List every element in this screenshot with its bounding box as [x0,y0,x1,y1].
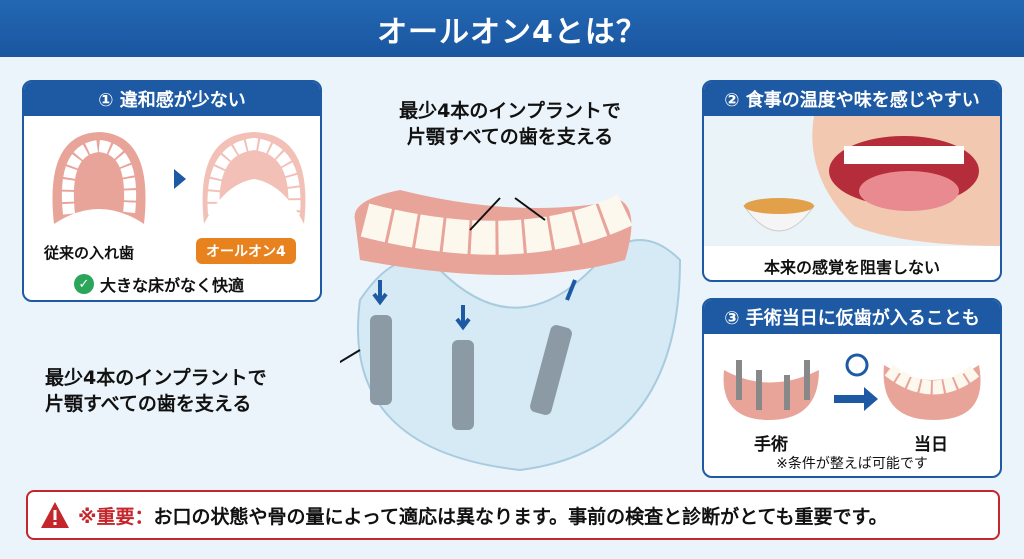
denture-illustrations [52,132,306,224]
same-day-illustration [723,353,981,420]
warning-label: ※重要： [78,505,154,528]
benefit-text: 大きな床がなく快適 [100,276,245,295]
page-title: オールオン4とは？ [377,14,647,50]
callout-top: 最少4本のインプラントで片顎すべての歯を支える [370,98,650,150]
all-on-4-jaw-illustration [340,190,682,472]
check-icon: ✓ [74,274,94,294]
conventional-denture-label: 従来の入れ歯 [44,244,135,262]
benefit-row: ✓ 大きな床がなく快適 [74,272,244,296]
warning-icon [41,502,69,528]
panel-same-day-teeth: ③ 手術当日に仮歯が入ることも 手術 当日 ※条件が整えば可能です [702,298,1002,478]
panel-title: ① 違和感が少ない [24,82,320,116]
panel-taste-temperature: ② 食事の温度や味を感じやすい 本来の感覚を阻害しない [702,80,1002,282]
panel-title: ② 食事の温度や味を感じやすい [704,82,1000,116]
all-on-4-badge: オールオン4 [196,238,296,264]
callout-line: 最少4本のインプラントで [399,100,621,122]
panel-caption: 本来の感覚を阻害しない [763,258,940,277]
clock-icon [845,353,869,377]
callout-left: 最少4本のインプラントで片顎すべての歯を支える [45,365,315,417]
callout-line: 片顎すべての歯を支える [45,393,252,415]
mouth-soup-illustration [704,116,1000,246]
callout-line: 片顎すべての歯を支える [406,126,614,148]
warning-text: お口の状態や骨の量によって適応は異なります。事前の検査と診断がとても重要です。 [153,505,888,528]
surgery-label: 手術 [754,435,788,455]
callout-line: 最少4本のインプラントで [45,367,267,389]
panel-less-discomfort: ① 違和感が少ない 従来の入れ歯 オールオン4 ✓ 大きな床がなく快適 [22,80,322,302]
header: オールオン4とは？ [0,0,1024,57]
warning-bar: ※重要： お口の状態や骨の量によって適応は異なります。事前の検査と診断がとても重… [26,490,1000,540]
same-day-label: 当日 [914,435,948,455]
panel-title: ③ 手術当日に仮歯が入ることも [704,300,1000,334]
condition-note: ※条件が整えば可能です [776,456,928,472]
